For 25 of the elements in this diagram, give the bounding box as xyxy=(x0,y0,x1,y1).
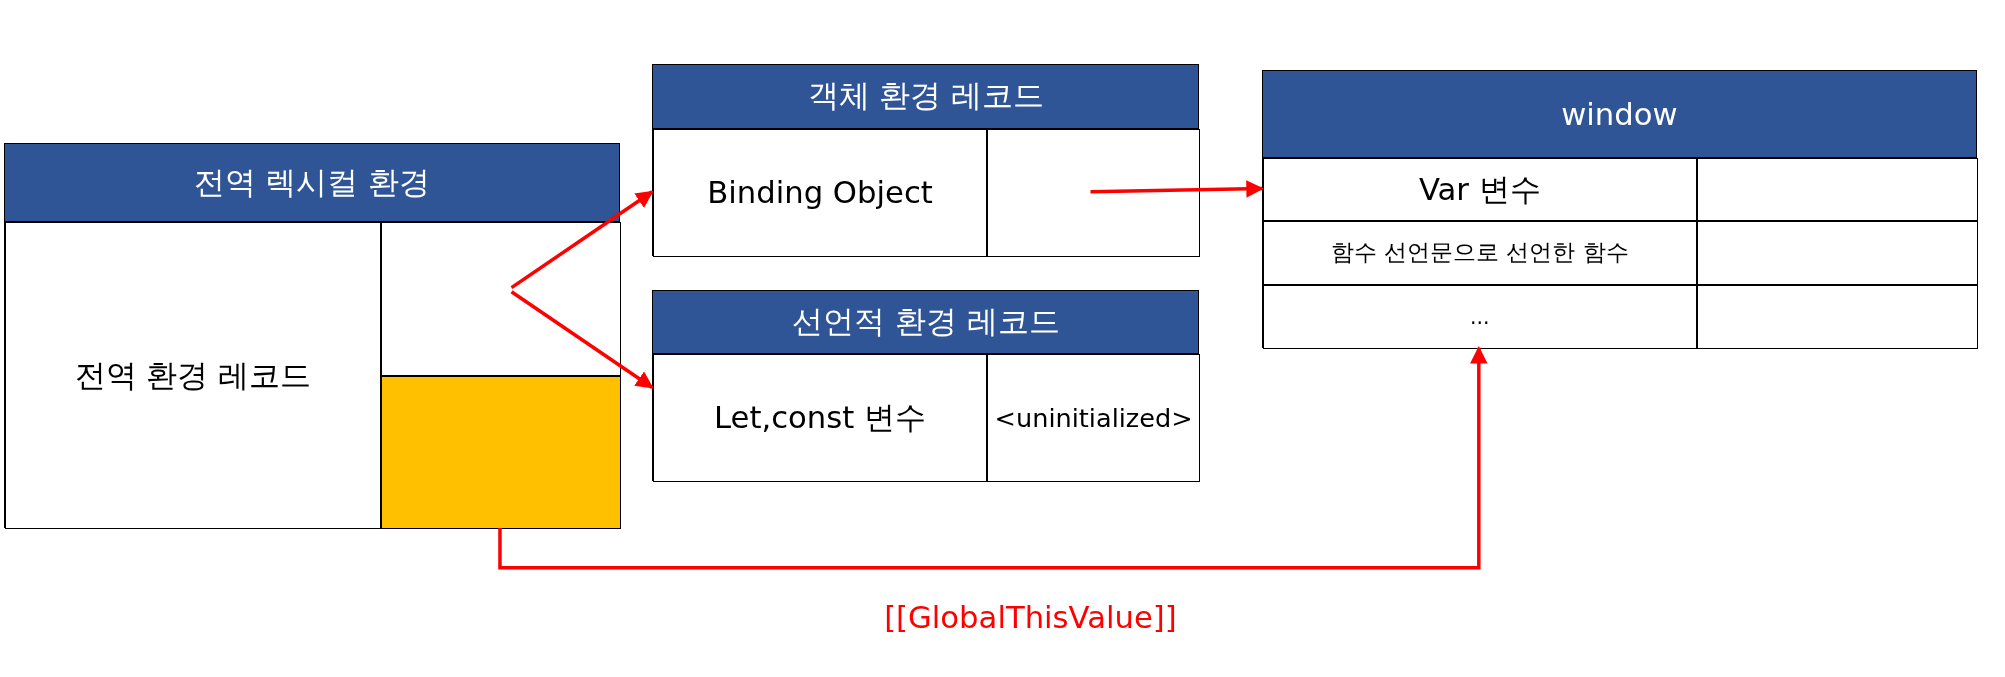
table-header: 선언적 환경 레코드 xyxy=(653,291,1199,354)
box-cell xyxy=(986,128,1201,257)
box-cell xyxy=(1696,220,1978,285)
table-cell: Let,const 변수 xyxy=(653,353,987,482)
box-cell xyxy=(1696,158,1978,221)
record-table xyxy=(1262,70,1977,348)
table-header: 객체 환경 레코드 xyxy=(653,64,1199,129)
box-cell xyxy=(380,375,622,530)
table-cell: <uninitialized> xyxy=(986,353,1201,482)
table-cell: 전역 환경 레코드 xyxy=(4,222,381,530)
table-cell: ... xyxy=(1263,284,1697,349)
record-table xyxy=(652,63,1200,256)
arrow xyxy=(498,346,1488,570)
box-cell xyxy=(1696,284,1978,349)
table-cell: Var 변수 xyxy=(1263,158,1697,221)
record-table xyxy=(652,290,1200,481)
box-cell xyxy=(380,222,622,376)
arrow xyxy=(1090,180,1264,198)
record-table xyxy=(3,143,621,529)
table-cell: Binding Object xyxy=(653,128,987,257)
table-header: window xyxy=(1263,71,1976,159)
arrow xyxy=(510,190,654,290)
arrow xyxy=(510,290,654,389)
table-cell: 함수 선언문으로 선언한 함수 xyxy=(1263,220,1697,285)
table-header: 전역 렉시컬 환경 xyxy=(4,144,620,223)
